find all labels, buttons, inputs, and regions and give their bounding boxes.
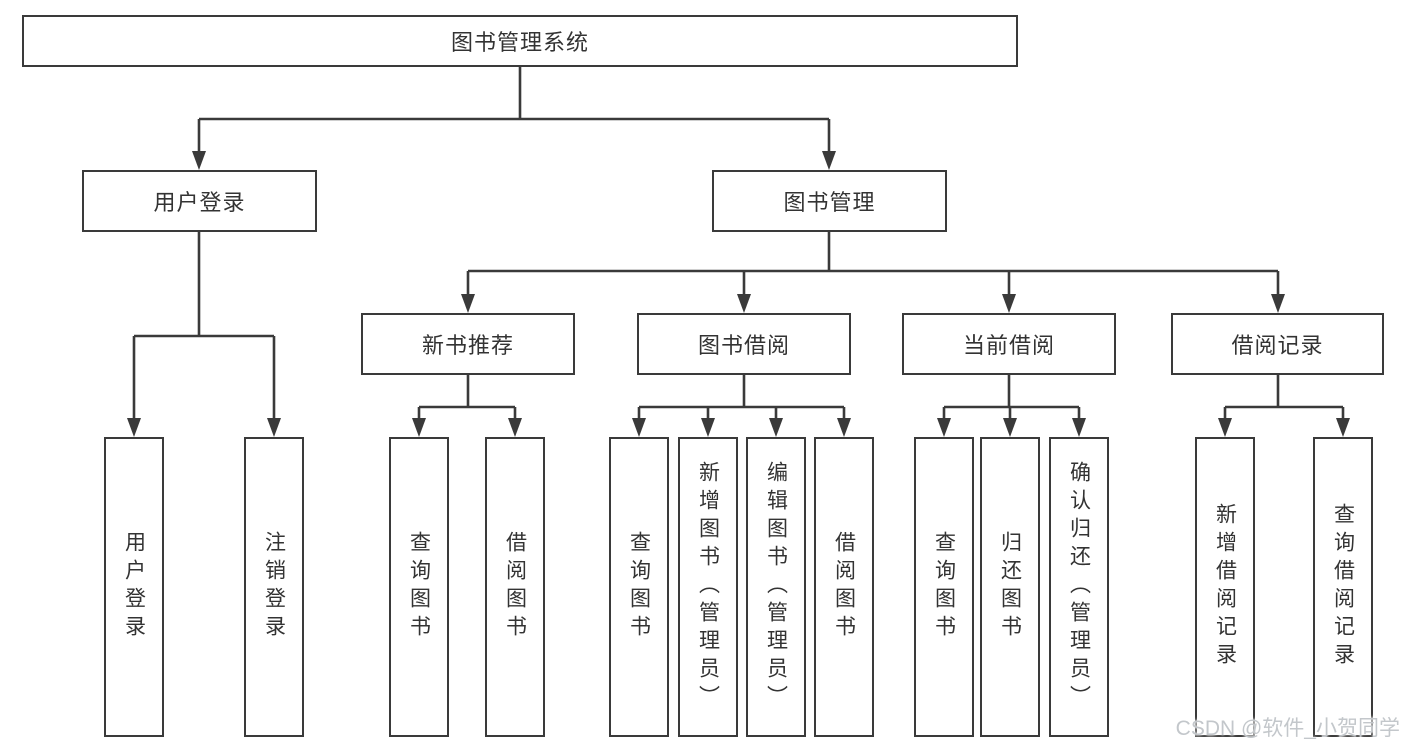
arrowhead-down-icon: [1218, 418, 1232, 437]
leaf-query-books: 查询图书: [609, 437, 669, 737]
node-label: 查询图书: [407, 531, 431, 643]
node-user-login: 用户登录: [82, 170, 317, 232]
node-label: 确认归还（管理员）: [1067, 461, 1091, 713]
node-label: 图书借阅: [697, 333, 790, 358]
arrowhead-down-icon: [1003, 418, 1017, 437]
connector-line: [466, 232, 1280, 296]
connector-line: [942, 375, 1081, 420]
leaf-query-books: 查询图书: [389, 437, 449, 737]
node-label: 当前借阅: [962, 333, 1055, 358]
leaf-logout: 注销登录: [244, 437, 304, 737]
node-label: 编辑图书（管理员）: [764, 461, 788, 713]
leaf-return-books: 归还图书: [980, 437, 1040, 737]
node-label: 图书管理: [783, 190, 876, 215]
node-label: 查询借阅记录: [1331, 503, 1355, 671]
arrowhead-down-icon: [412, 418, 426, 437]
arrowhead-down-icon: [1002, 294, 1016, 313]
connector-line: [417, 375, 517, 420]
node-label: 借阅图书: [832, 531, 856, 643]
arrowhead-down-icon: [937, 418, 951, 437]
arrowhead-down-icon: [508, 418, 522, 437]
connector-current-borrow-to-leaves: [937, 375, 1086, 437]
leaf-confirm-return-admin: 确认归还（管理员）: [1049, 437, 1109, 737]
arrowhead-down-icon: [737, 294, 751, 313]
leaf-query-books: 查询图书: [914, 437, 974, 737]
arrowhead-down-icon: [1072, 418, 1086, 437]
leaf-user-login: 用户登录: [104, 437, 164, 737]
arrowhead-down-icon: [632, 418, 646, 437]
connector-user-login-to-leaves: [127, 232, 281, 437]
node-new-book-recommendation: 新书推荐: [361, 313, 575, 375]
node-book-management: 图书管理: [712, 170, 947, 232]
arrowhead-down-icon: [461, 294, 475, 313]
connector-borrow-records-to-leaves: [1218, 375, 1350, 437]
node-label: 新增图书（管理员）: [696, 461, 720, 713]
leaf-borrow-books: 借阅图书: [485, 437, 545, 737]
arrowhead-down-icon: [837, 418, 851, 437]
arrowhead-down-icon: [127, 418, 141, 437]
connector-line: [1223, 375, 1345, 420]
node-label: 查询图书: [932, 531, 956, 643]
connector-line: [197, 67, 831, 153]
arrowhead-down-icon: [822, 151, 836, 170]
node-label: 借阅记录: [1231, 333, 1324, 358]
arrowhead-down-icon: [769, 418, 783, 437]
node-label: 用户登录: [122, 531, 146, 643]
node-root-system: 图书管理系统: [22, 15, 1018, 67]
node-book-borrowing: 图书借阅: [637, 313, 851, 375]
leaf-add-borrow-record: 新增借阅记录: [1195, 437, 1255, 737]
connector-book-mgmt-to-level3: [461, 232, 1285, 313]
leaf-borrow-books: 借阅图书: [814, 437, 874, 737]
connector-line: [637, 375, 846, 420]
node-borrow-records: 借阅记录: [1171, 313, 1384, 375]
connector-root-to-level2: [192, 67, 836, 170]
arrowhead-down-icon: [267, 418, 281, 437]
node-label: 新增借阅记录: [1213, 503, 1237, 671]
node-label: 新书推荐: [421, 333, 514, 358]
arrowhead-down-icon: [192, 151, 206, 170]
arrowhead-down-icon: [1271, 294, 1285, 313]
node-current-borrowing: 当前借阅: [902, 313, 1116, 375]
csdn-watermark: CSDN @软件_小贺同学: [1175, 717, 1400, 740]
node-label: 用户登录: [153, 190, 246, 215]
arrowhead-down-icon: [701, 418, 715, 437]
node-label: 归还图书: [998, 531, 1022, 643]
leaf-edit-books-admin: 编辑图书（管理员）: [746, 437, 806, 737]
connector-line: [132, 232, 276, 420]
leaf-query-borrow-record: 查询借阅记录: [1313, 437, 1373, 737]
arrowhead-down-icon: [1336, 418, 1350, 437]
node-label: 借阅图书: [503, 531, 527, 643]
connector-new-book-rec-to-leaves: [412, 375, 522, 437]
node-label: 图书管理系统: [450, 30, 589, 55]
connector-book-borrow-to-leaves: [632, 375, 851, 437]
leaf-add-books-admin: 新增图书（管理员）: [678, 437, 738, 737]
node-label: 查询图书: [627, 531, 651, 643]
node-label: 注销登录: [262, 531, 286, 643]
